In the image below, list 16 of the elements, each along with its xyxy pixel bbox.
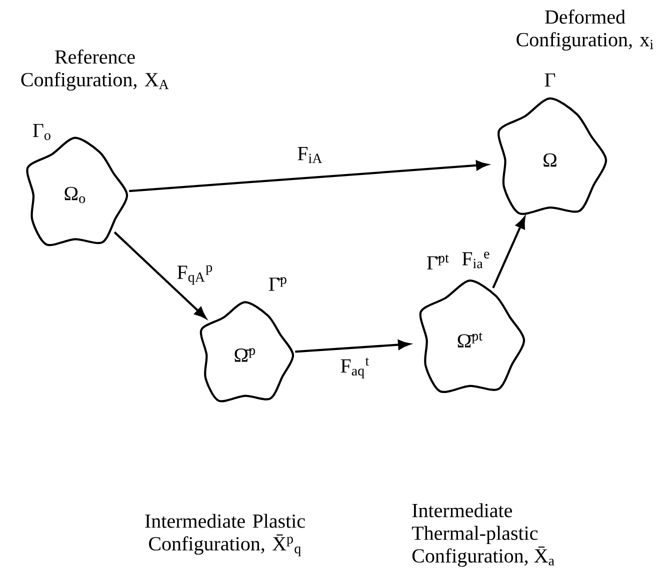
edge-label: F$_{qA}$p — [175, 264, 215, 286]
configuration-label: Intermediate Thermal-plastic Configuration, X̄$_{a}$ — [412, 503, 554, 567]
domain-blob: Ω̄$^{p}$ — [200, 301, 294, 402]
domain-blob: Ω — [498, 97, 608, 215]
arrow — [492, 216, 526, 288]
configuration-label: Intermediate Plastic Configuration, X̄$^{p}$q — [145, 514, 305, 556]
boundary-label: Γ̄$^{pt}$ — [427, 254, 449, 270]
edge-label: F$_{aq}$t — [338, 356, 372, 380]
configuration-label: Deformed Configuration, x$_{i}$ — [516, 9, 654, 51]
arrow — [114, 231, 206, 319]
boundary-label: Γ — [544, 73, 556, 87]
boundary-label: Γ̄$^{p}$ — [268, 277, 286, 291]
edge-label: F$_{iA}$ — [296, 146, 324, 164]
configuration-label: Reference Configuration, X$_{A}$ — [21, 49, 169, 91]
domain-blob: Ω̄$^{pt}$ — [419, 280, 526, 394]
edge-label: F$_{ia}$e — [460, 250, 492, 270]
